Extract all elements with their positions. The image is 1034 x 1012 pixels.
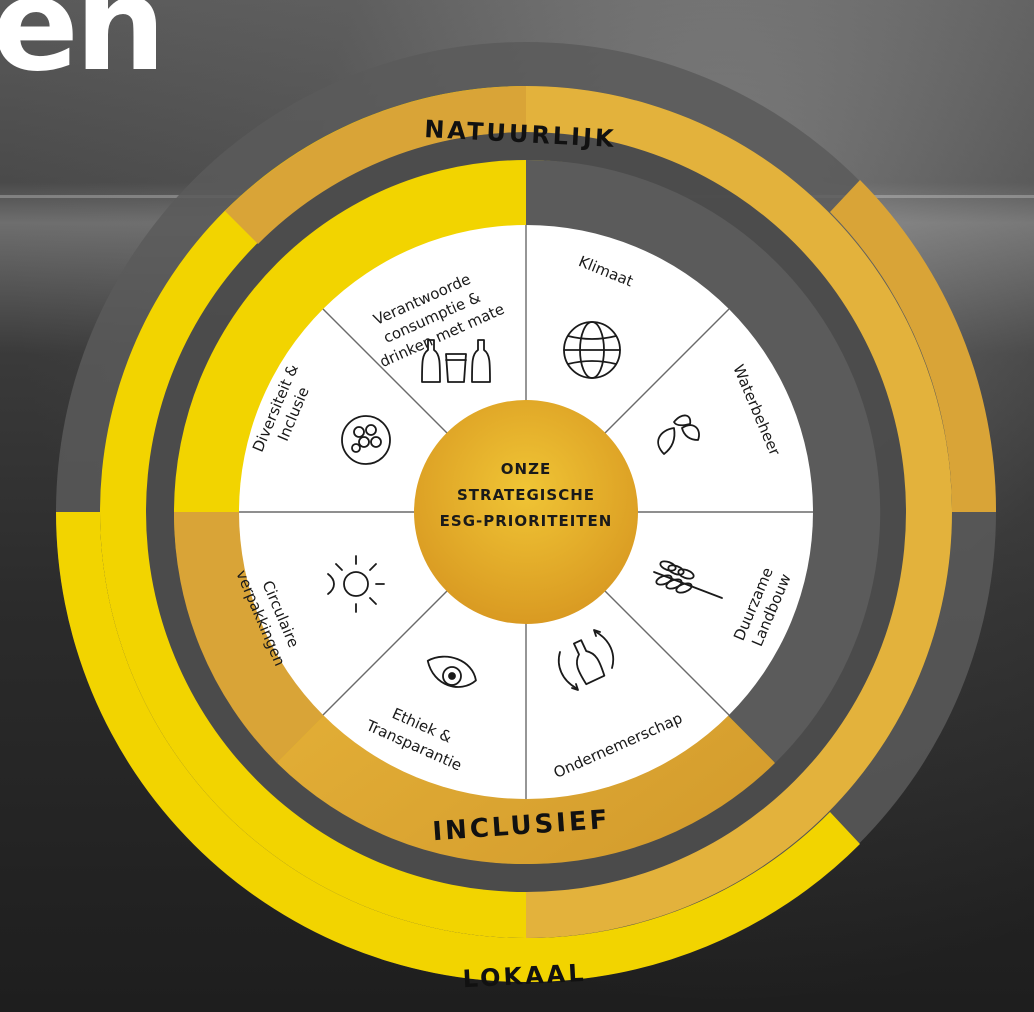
center-line-2: STRATEGISCHE [457, 486, 595, 504]
eye-icon [426, 655, 477, 688]
ring-label-lokaal: LOKAAL [462, 959, 587, 993]
center-line-3: ESG-PRIORITEITEN [440, 512, 613, 530]
bottle-cycle-icon [557, 629, 615, 691]
middle-ring-left [100, 86, 526, 938]
middle-ring-gold-top-left [225, 86, 526, 244]
center-circle: ONZE STRATEGISCHE ESG-PRIORITEITEN [414, 400, 638, 624]
water-drops-icon [657, 414, 700, 455]
bottles-glass-icon [421, 339, 491, 383]
outer-ring-gold-right [830, 180, 997, 512]
outer-ring-yellow-bottom [526, 812, 860, 983]
people-circle-icon [341, 415, 391, 465]
outer-ring-yellow-left [56, 512, 526, 982]
center-disc [414, 400, 638, 624]
page-title: en [0, 0, 166, 100]
globe-icon [563, 321, 621, 379]
middle-ring-natuurlijk-right [526, 86, 952, 938]
wheat-icon [653, 560, 723, 599]
center-line-1: ONZE [501, 460, 551, 478]
sun-icon [327, 555, 385, 613]
